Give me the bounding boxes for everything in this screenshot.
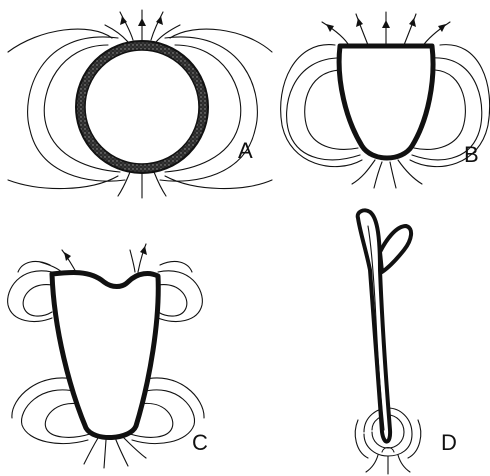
arrow-head [138,18,146,26]
field-line [84,438,98,464]
panel-c [8,244,204,468]
panel-label-c: C [192,432,208,454]
field-line [151,12,163,40]
arrow-head [438,24,446,32]
field-line [355,420,368,458]
panel-label-b: B [464,144,479,166]
field-line [356,14,368,45]
lobe-d [380,226,411,272]
field-line [170,29,272,52]
field-line [116,440,128,466]
cup-b [339,46,433,158]
field-line [142,378,204,418]
arrow-head [356,18,363,27]
field-line [105,25,128,42]
ring-a-inner [85,50,199,164]
field-line [154,172,166,196]
field-line [130,250,135,272]
field-line [156,25,180,42]
field-line [158,285,187,316]
field-line [374,162,382,188]
field-line [390,162,396,188]
arrow-head [409,18,416,27]
field-line [8,176,118,189]
panel-b [281,12,490,188]
panel-label-a: A [238,140,253,162]
field-line [104,440,106,468]
field-line [165,176,272,189]
field-line [62,250,76,272]
panel-a [8,10,272,198]
arrow-head [140,246,147,255]
panel-label-d: D [441,432,457,454]
field-line [422,22,450,47]
field-line [23,285,52,316]
field-line [408,420,421,458]
panel-d [355,210,421,474]
field-line [404,14,416,45]
field-line [322,22,350,47]
arrow-head [64,252,71,261]
cup-c [52,272,158,437]
arrow-head [326,24,334,32]
arrow-head [382,20,390,28]
field-line [118,172,130,196]
